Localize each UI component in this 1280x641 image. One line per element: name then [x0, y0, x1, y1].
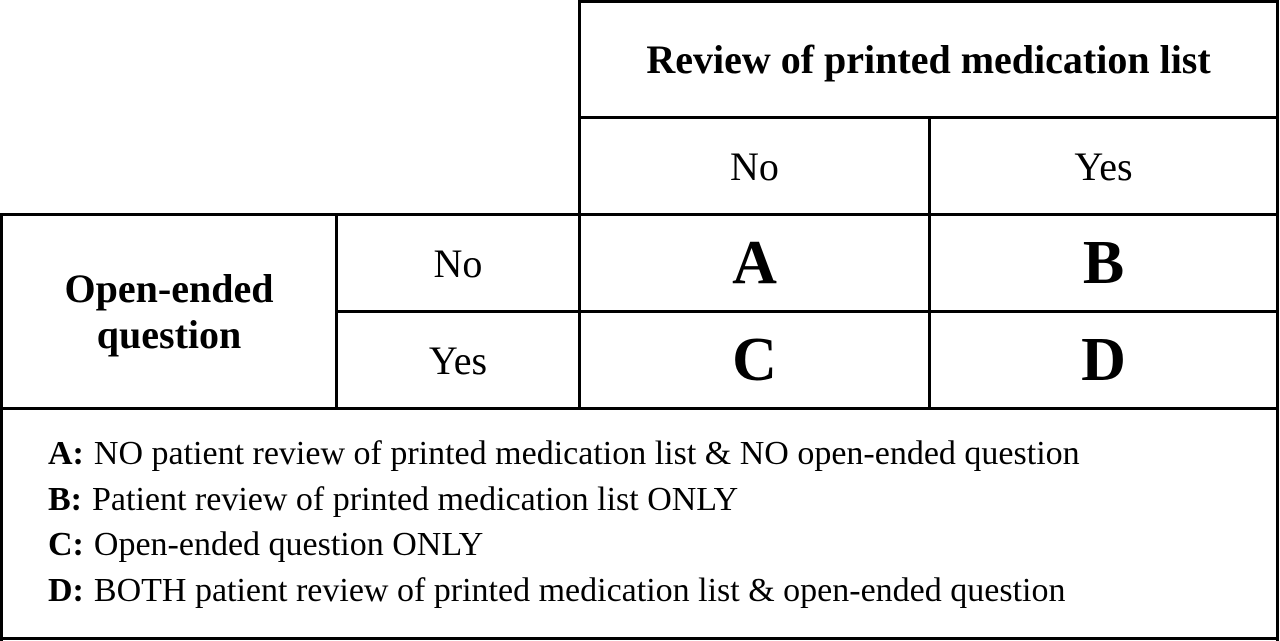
grid-line	[928, 116, 931, 410]
legend: A:NO patient review of printed medicatio…	[48, 431, 1080, 613]
cell-d: D	[1081, 325, 1126, 394]
legend-item-b: B: Patient review of printed medication l…	[48, 477, 1080, 523]
legend-item-d: D:BOTH patient review of printed medicat…	[48, 568, 1080, 614]
column-header-title: Review of printed medication list	[646, 37, 1211, 82]
row-header-title: Open-ended question	[64, 265, 274, 357]
legend-text: BOTH patient review of printed medicatio…	[93, 571, 1066, 609]
grid-line	[335, 310, 1279, 313]
grid-line	[0, 637, 1279, 640]
grid-line	[1276, 0, 1279, 641]
grid-line	[0, 407, 1279, 410]
grid-line	[578, 0, 581, 410]
grid-line	[0, 213, 3, 641]
grid-line	[578, 0, 1279, 3]
column-level-yes: Yes	[1074, 143, 1133, 189]
cell-c: C	[732, 325, 777, 394]
legend-item-a: A:NO patient review of printed medicatio…	[48, 431, 1080, 477]
column-level-no: No	[730, 143, 779, 189]
grid-line	[0, 213, 1279, 216]
legend-key: B:	[48, 480, 82, 518]
cell-b: B	[1082, 228, 1125, 297]
legend-text: NO patient review of printed medication …	[93, 435, 1080, 472]
row-level-yes: Yes	[428, 337, 488, 383]
legend-key: D:	[48, 571, 84, 609]
cell-a: A	[732, 228, 777, 297]
legend-item-c: C:Open-ended question ONLY	[48, 522, 1080, 568]
legend-text: Open-ended question ONLY	[93, 526, 484, 563]
row-level-no: No	[433, 240, 483, 286]
legend-text: Patient review of printed medication lis…	[92, 480, 739, 518]
legend-key: A:	[48, 435, 84, 472]
legend-key: C:	[48, 526, 84, 563]
